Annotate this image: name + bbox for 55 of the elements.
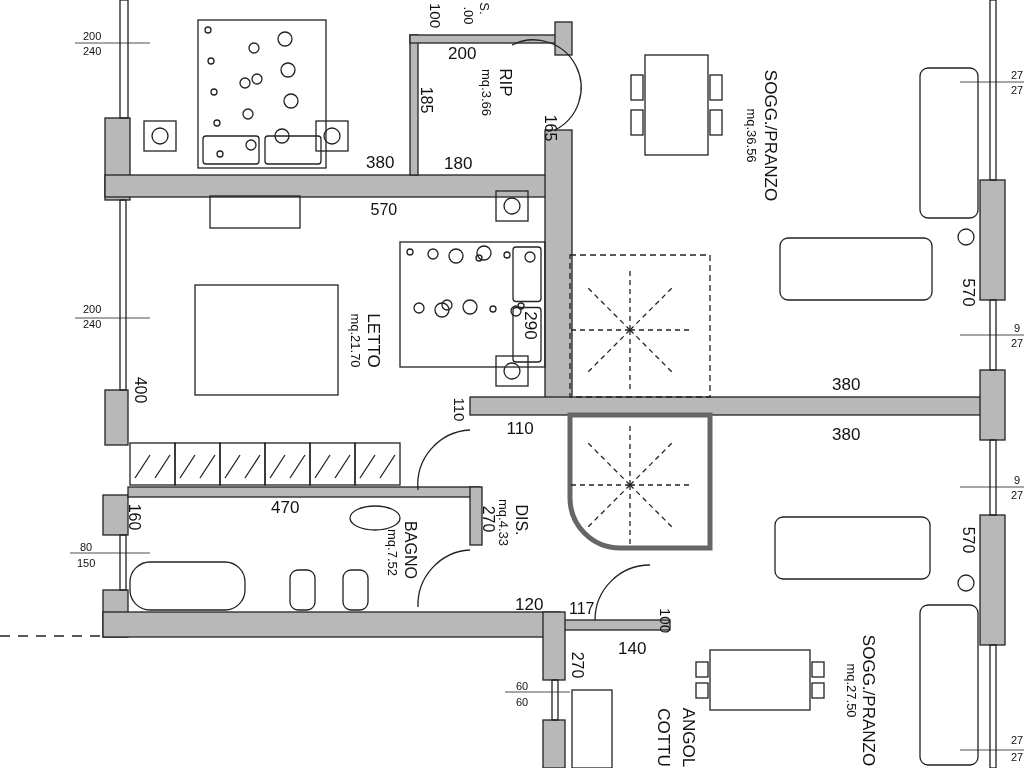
dimension-label: 570 — [370, 202, 398, 218]
window-dimension: 200 — [83, 303, 102, 315]
dimension-label: 200 — [448, 44, 477, 62]
window-dimension: 27 — [1011, 489, 1024, 501]
dimension-label: 185 — [417, 86, 434, 114]
room-name: SOGG./PRANZO — [761, 69, 779, 201]
dimension-label: 380 — [832, 375, 861, 393]
window-dimension: 200 — [83, 30, 102, 42]
room-name: COTTU — [654, 707, 672, 767]
dimension-label: 400 — [131, 376, 148, 404]
window-dimension: 27 — [1011, 337, 1024, 349]
dimension-label: 380 — [366, 153, 395, 171]
dimension-label: 160 — [125, 503, 142, 531]
dimension-label: 270 — [479, 505, 496, 533]
window-dimension: 27 — [1011, 69, 1024, 81]
window-dimension: 27 — [1011, 734, 1024, 746]
room-area: mq.21.70 — [348, 312, 362, 368]
room-name: LETTO — [364, 312, 382, 368]
room-area: mq.27.50 — [844, 662, 858, 718]
room-name: ANGOL — [680, 707, 698, 767]
dimension-label: 570 — [959, 526, 976, 554]
dimension-label: 165 — [541, 114, 558, 142]
dimension-label: 290 — [521, 310, 539, 340]
room-name: S. — [477, 1, 491, 15]
room-area: mq.36.56 — [744, 107, 758, 163]
window-dimension: 240 — [83, 318, 102, 330]
dimension-label: 470 — [271, 498, 300, 516]
dimension-label: 140 — [618, 639, 647, 657]
room-area: .00 — [461, 5, 475, 25]
dimension-label: 110 — [452, 397, 468, 421]
room-area: mq.7.52 — [385, 528, 399, 576]
window-dimension: 27 — [1011, 751, 1024, 763]
dimension-label: 120 — [515, 595, 544, 613]
dimension-label: 100 — [427, 2, 443, 28]
dimension-label: 110 — [506, 419, 534, 437]
dimension-label: 570 — [959, 277, 977, 307]
window-dimension: 9 — [1014, 474, 1021, 486]
room-name: SOGG./PRANZO — [859, 634, 877, 766]
dimension-label: 270 — [568, 651, 585, 679]
room-name: DIS. — [512, 504, 529, 536]
window-dimension: 9 — [1014, 322, 1021, 334]
room-name: BAGNO — [401, 521, 418, 579]
dimension-label: 117 — [569, 601, 595, 617]
window-dimension: 27 — [1011, 84, 1024, 96]
room-area: mq.3.66 — [479, 68, 493, 116]
window-dimension: 80 — [80, 541, 93, 553]
dimension-label: 100 — [657, 607, 673, 633]
dimension-label: 380 — [832, 425, 861, 443]
window-dimension: 150 — [77, 557, 96, 569]
window-dimension: 60 — [516, 680, 529, 692]
room-name: RIP — [496, 67, 514, 97]
dimension-label: 180 — [444, 154, 473, 172]
window-dimension: 60 — [516, 696, 529, 708]
window-dimension: 240 — [83, 45, 102, 57]
room-area: mq.4.33 — [496, 498, 510, 546]
